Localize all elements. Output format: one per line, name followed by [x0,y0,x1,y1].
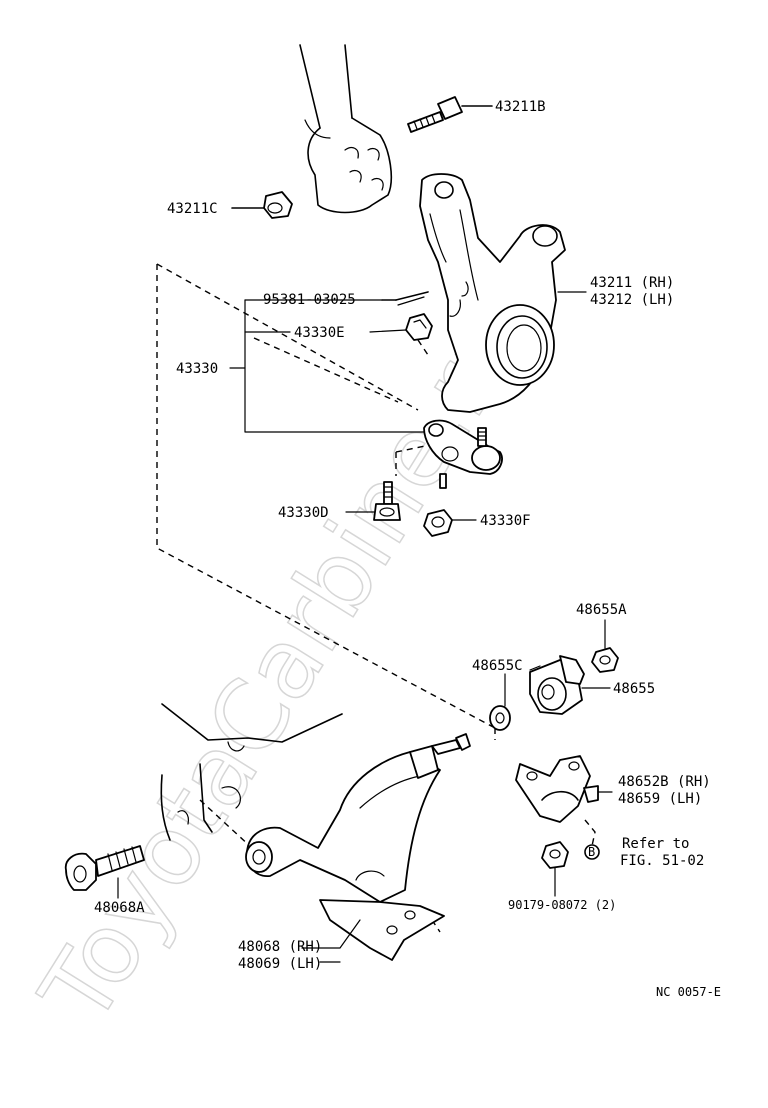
label-90179-08072: 90179-08072 (2) [508,898,616,912]
diagram-code: NC 0057-E [656,985,721,999]
label-43212-lh: 43212 (LH) [590,292,674,308]
bolt-43330d [373,481,401,521]
part-labels: 43211B 43211C 95381-03025 43330E 43330 4… [94,99,721,999]
lower-control-arm [160,703,471,961]
strut-assembly [299,44,393,214]
assembly-dashed-outline [156,263,596,933]
bushing-48655 [529,655,611,715]
washer-48655c [489,705,511,731]
label-48069-lh: 48069 (LH) [238,956,322,972]
label-refer-to: Refer to [622,836,689,852]
label-48655a: 48655A [576,602,627,618]
label-48659-lh: 48659 (LH) [618,791,702,807]
label-95381-03025: 95381-03025 [263,292,356,308]
nut-43330f [423,509,453,537]
label-43211c: 43211C [167,201,218,217]
label-43211-rh: 43211 (RH) [590,275,674,291]
label-48068-rh: 48068 (RH) [238,939,322,955]
label-43330e: 43330E [294,325,345,341]
label-fig-51-02: FIG. 51-02 [620,853,704,869]
nut-90179 [541,841,569,869]
label-48655: 48655 [613,681,655,697]
leader-lines [117,291,613,963]
label-43330: 43330 [176,361,218,377]
bolt-48068a [64,845,145,891]
bolt-43211b [407,96,493,133]
refer-badge-letter: B [588,845,595,859]
steering-knuckle [419,173,566,413]
cotter-pin-95381 [381,291,429,306]
ball-joint-43330 [423,419,503,489]
nut-48655a [591,647,619,673]
label-43211b: 43211B [495,99,546,115]
label-48068a: 48068A [94,900,145,916]
label-48652b-rh: 48652B (RH) [618,774,711,790]
refer-badge: B [584,844,600,860]
nut-43330e [405,313,433,341]
label-43330f: 43330F [480,513,531,529]
label-43330d: 43330D [278,505,329,521]
bracket-48652b [515,755,599,823]
label-48655c: 48655C [472,658,523,674]
nut-43211c [231,191,293,219]
